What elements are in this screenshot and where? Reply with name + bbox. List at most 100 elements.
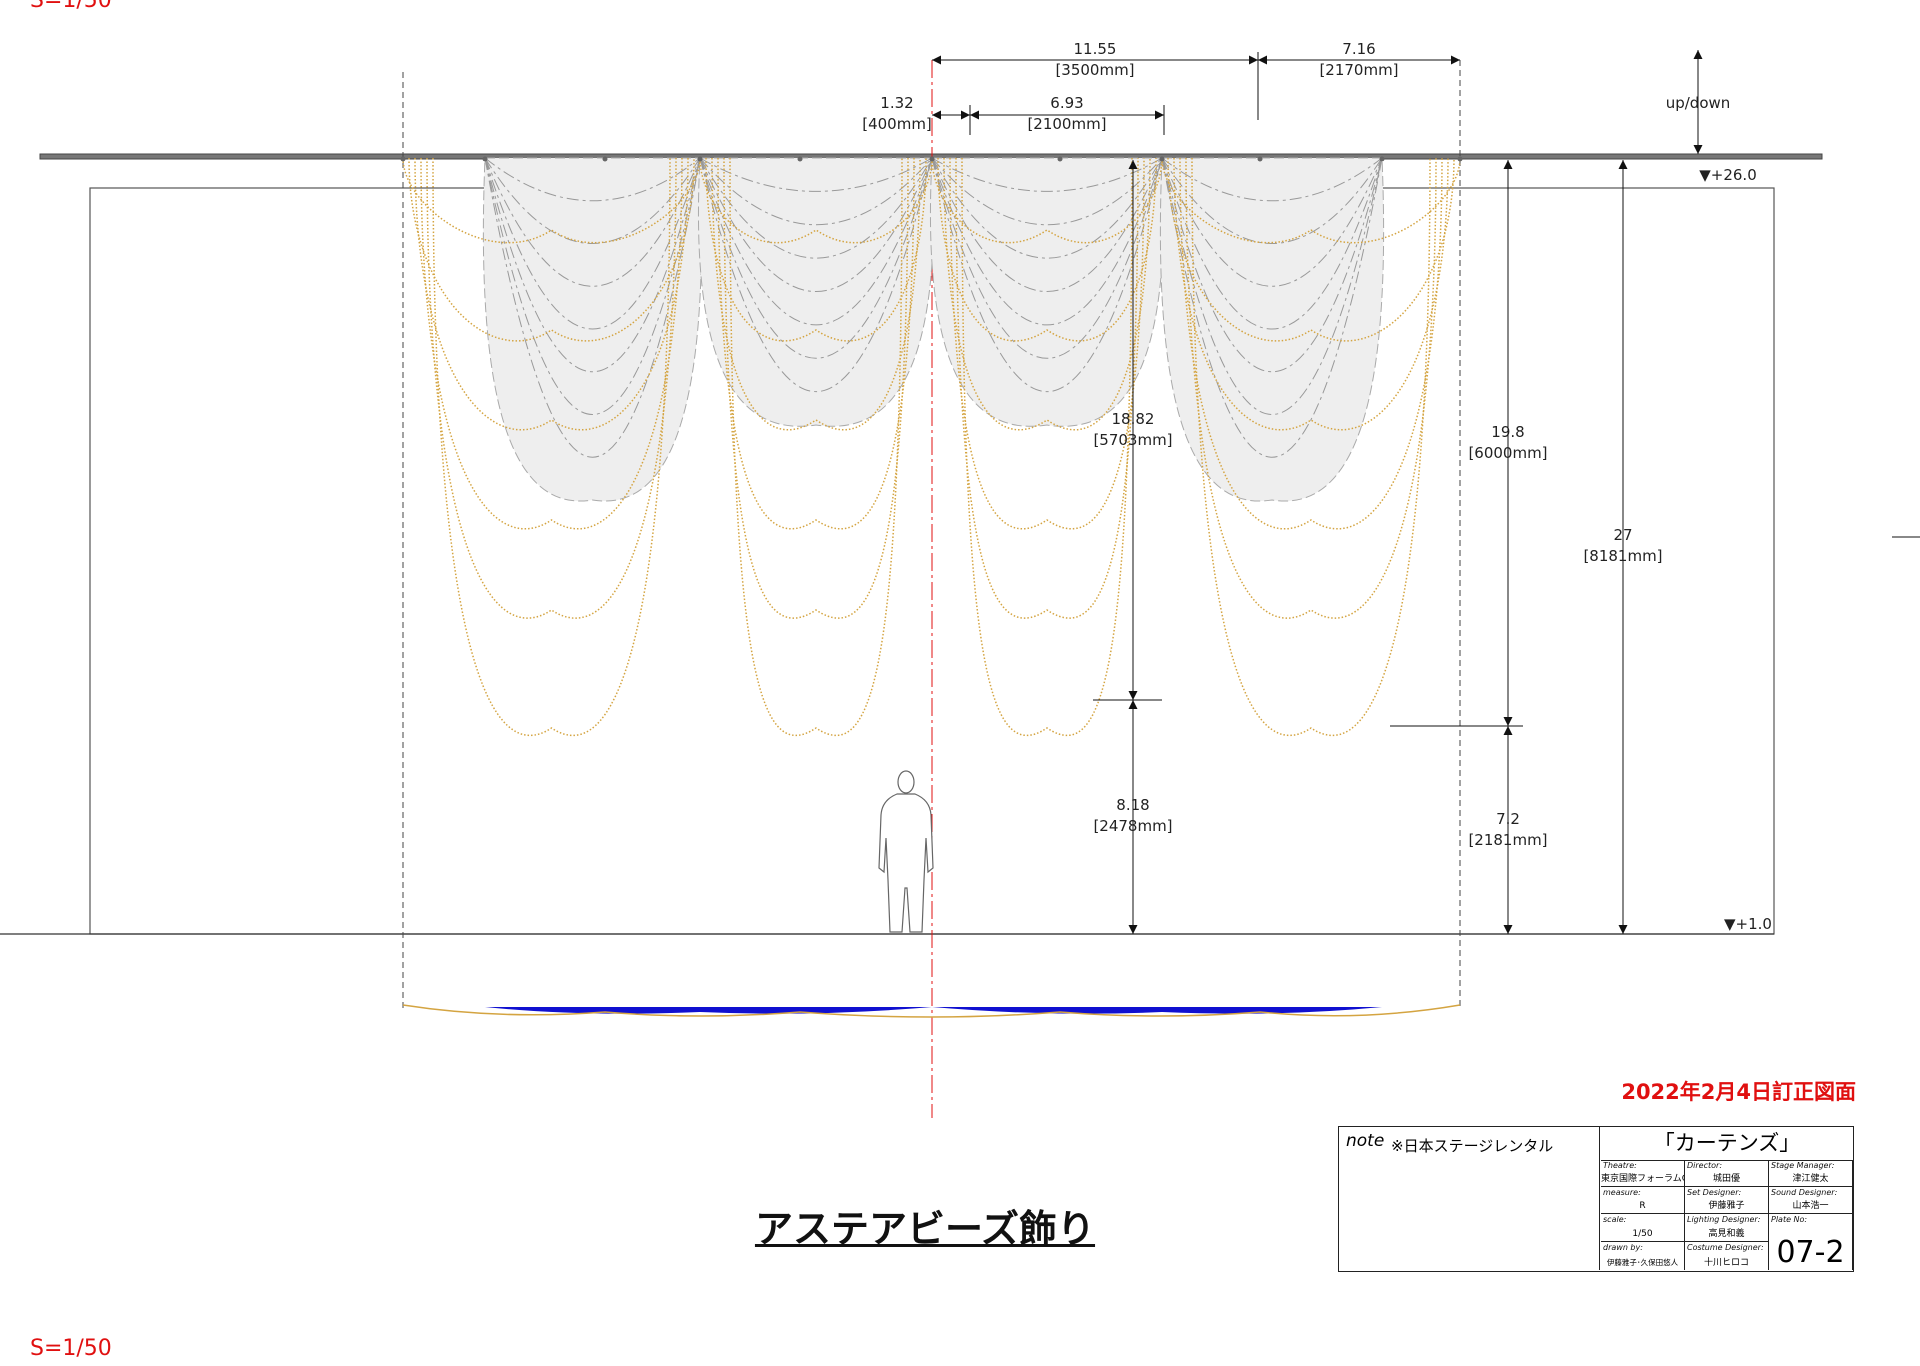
bead-strand: [711, 157, 921, 431]
hanging-point: [1379, 156, 1385, 162]
svg-text:[8181mm]: [8181mm]: [1583, 547, 1662, 565]
set-designer-label: Set Designer:: [1687, 1188, 1742, 1197]
svg-text:[2170mm]: [2170mm]: [1319, 61, 1398, 79]
bead-strand: [705, 157, 927, 342]
bead-strand: [937, 157, 1157, 342]
drape-fold-line: [484, 157, 701, 330]
drape-panel: [1159, 157, 1385, 502]
bead-strand: [1185, 157, 1437, 619]
drape-fold-line: [699, 157, 933, 392]
drawn-by-cell: drawn by: 伊藤雅子･久保田悠人: [1601, 1242, 1685, 1270]
drape-fold-line: [1161, 157, 1383, 287]
bead-strand: [420, 157, 683, 530]
set-designer-value: 伊藤雅子: [1708, 1201, 1745, 1211]
svg-text:[2478mm]: [2478mm]: [1093, 817, 1172, 835]
costume-designer-label: Costume Designer:: [1687, 1243, 1764, 1252]
svg-text:7.2: 7.2: [1496, 810, 1520, 828]
drape-fold-line: [484, 157, 701, 373]
hanging-point: [1159, 156, 1165, 162]
production-info: 「カーテンズ」 Theatre: 東京国際フォーラムC Director: 城田…: [1601, 1127, 1853, 1270]
bead-strand: [949, 157, 1145, 530]
plate-cell: Plate No: 07-2: [1769, 1214, 1853, 1270]
plate-number: 07-2: [1776, 1235, 1845, 1270]
measure-cell: measure: R: [1601, 1187, 1685, 1214]
bead-strand: [1167, 157, 1455, 342]
director-value: 城田優: [1712, 1174, 1740, 1184]
human-scale-figure: [878, 770, 934, 933]
bead-strand: [729, 157, 903, 737]
hanging-point: [797, 156, 803, 162]
hanging-point: [1057, 156, 1063, 162]
svg-text:[5703mm]: [5703mm]: [1093, 431, 1172, 449]
drape-panel: [697, 157, 935, 427]
floor-spread-plan: [402, 1004, 1461, 1018]
svg-text:[2181mm]: [2181mm]: [1468, 831, 1547, 849]
sound-designer-value: 山本浩一: [1792, 1201, 1829, 1211]
svg-text:8.18: 8.18: [1116, 796, 1149, 814]
drape-fold-line: [699, 157, 933, 259]
title-block: note ※日本ステージレンタル 「カーテンズ」 Theatre: 東京国際フォ…: [1338, 1126, 1854, 1272]
svg-text:[6000mm]: [6000mm]: [1468, 444, 1547, 462]
bead-strand: [408, 157, 695, 342]
svg-text:6.93: 6.93: [1050, 94, 1083, 112]
sound-designer-label: Sound Designer:: [1771, 1188, 1838, 1197]
hanging-point: [400, 156, 406, 162]
director-cell: Director: 城田優: [1685, 1160, 1769, 1187]
svg-text:[400mm]: [400mm]: [862, 115, 932, 133]
director-label: Director:: [1687, 1161, 1723, 1170]
hanging-point: [697, 156, 703, 162]
drape-fold-line: [931, 157, 1163, 292]
lighting-designer-label: Lighting Designer:: [1687, 1215, 1761, 1224]
svg-text:18.82: 18.82: [1112, 410, 1155, 428]
drawing-title: アステアビーズ飾り: [754, 1207, 1096, 1251]
lighting-designer-cell: Lighting Designer: 高見和義: [1685, 1214, 1769, 1242]
lighting-designer-value: 高見和義: [1708, 1229, 1745, 1239]
svg-text:1.32: 1.32: [880, 94, 913, 112]
scale-cell: scale: 1/50: [1601, 1214, 1685, 1242]
hanging-point: [602, 156, 608, 162]
bead-strand: [961, 157, 1133, 737]
drawn-by-label: drawn by:: [1603, 1243, 1643, 1252]
dimension-lines: [932, 50, 1920, 934]
drape-panel: [929, 157, 1165, 427]
note-text: ※日本ステージレンタル: [1391, 1137, 1554, 1155]
drawn-by-value: 伊藤雅子･久保田悠人: [1606, 1258, 1679, 1267]
gold-bead-strands: [400, 156, 1463, 737]
svg-text:7.16: 7.16: [1342, 40, 1375, 58]
hanging-point: [1457, 156, 1463, 162]
svg-text:[3500mm]: [3500mm]: [1055, 61, 1134, 79]
svg-text:11.55: 11.55: [1074, 40, 1117, 58]
theatre-cell: Theatre: 東京国際フォーラムC: [1601, 1160, 1685, 1187]
bead-strand: [1179, 157, 1443, 530]
hanging-point: [929, 156, 935, 162]
bead-strand: [931, 157, 1163, 244]
drape-fold-line: [484, 157, 701, 202]
scale-value: 1/50: [1632, 1229, 1653, 1239]
drape-fold-line: [699, 157, 933, 359]
bead-strand: [943, 157, 1151, 431]
stage-manager-value: 津江健太: [1792, 1174, 1829, 1184]
costume-designer-value: 十川ヒロコ: [1703, 1258, 1749, 1268]
theatre-label: Theatre:: [1603, 1161, 1637, 1170]
drape-fold-line: [699, 157, 933, 192]
drape-fold-line: [1161, 157, 1383, 415]
note-label: note: [1346, 1131, 1385, 1151]
bead-strand: [432, 157, 671, 737]
play-title: 「カーテンズ」: [1601, 1127, 1853, 1161]
costume-designer-cell: Costume Designer: 十川ヒロコ: [1685, 1242, 1769, 1270]
scale-label-bottom: S=1/50: [30, 1336, 112, 1361]
note-area: note ※日本ステージレンタル: [1339, 1127, 1600, 1270]
revision-note: 2022年2月4日訂正図面: [1621, 1080, 1856, 1104]
hanging-point: [1257, 156, 1263, 162]
bead-strand: [426, 157, 677, 619]
drape-fold-line: [699, 157, 933, 326]
theatre-value: 東京国際フォーラムC: [1601, 1174, 1685, 1184]
svg-text:[2100mm]: [2100mm]: [1027, 115, 1106, 133]
svg-text:▼+1.0: ▼+1.0: [1724, 915, 1772, 933]
plate-label: Plate No:: [1771, 1215, 1808, 1224]
measure-label: measure:: [1603, 1188, 1641, 1197]
bead-strand: [1161, 157, 1461, 244]
drape-fold-line: [1161, 157, 1383, 202]
bead-strand: [1191, 157, 1431, 737]
